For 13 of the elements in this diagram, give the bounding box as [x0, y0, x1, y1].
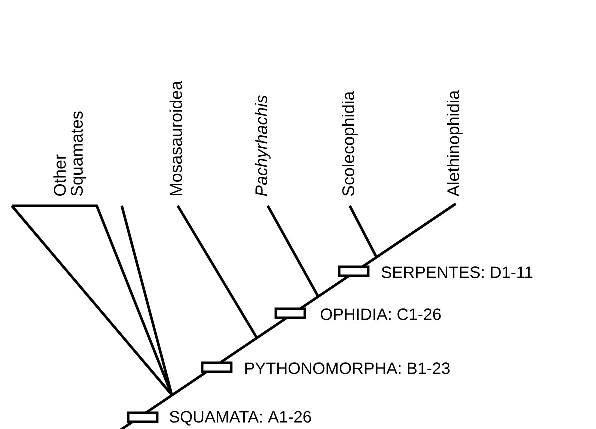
clade-label: SQUAMATA: A1-26 [170, 411, 312, 426]
taxon-label: Pachyrhachis [255, 96, 271, 196]
taxon-label: Scolecophidia [342, 91, 358, 196]
taxon-label: Alethinophidia [447, 90, 463, 197]
marker-box [201, 362, 233, 374]
clade-label: OPHIDIA: C1-26 [320, 308, 441, 320]
marker-box [274, 308, 306, 320]
marker-box [127, 412, 159, 424]
taxon-label: Mosasauroidea [170, 81, 182, 196]
clade-label: PYTHONOMORPHA: B1-23 [246, 362, 450, 374]
marker-box [338, 266, 370, 278]
taxon-label: Other Squamates [54, 112, 86, 196]
clade-label: SERPENTES: D1-11 [382, 266, 533, 278]
